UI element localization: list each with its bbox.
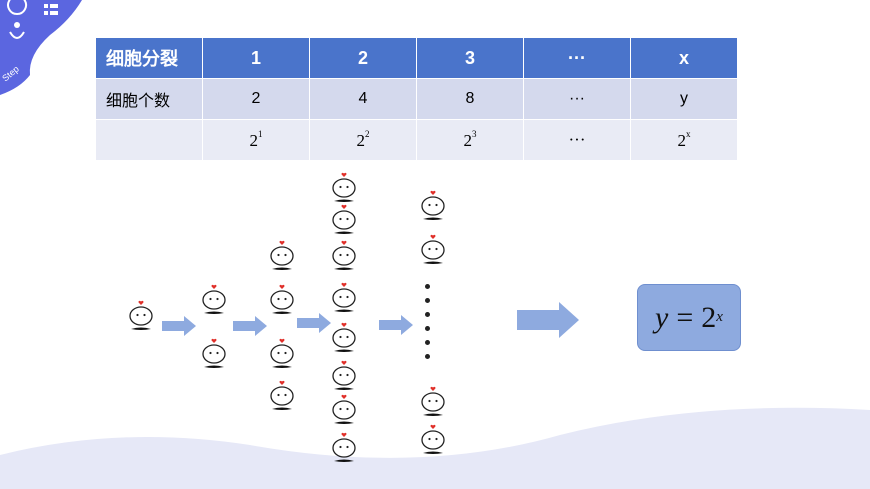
smiley-cell-icon — [329, 394, 359, 428]
smiley-cell-icon — [199, 338, 229, 372]
smiley-cell-icon — [329, 322, 359, 356]
smiley-cell-icon — [418, 234, 448, 268]
smiley-cell-icon — [329, 432, 359, 466]
arrow-right-icon — [162, 316, 198, 336]
smiley-cell-icon — [329, 282, 359, 316]
smiley-cell-icon — [267, 380, 297, 414]
formula-exponent: x — [716, 309, 723, 326]
smiley-cell-icon — [199, 284, 229, 318]
arrow-right-icon — [379, 315, 415, 335]
formula-base: 2 — [701, 301, 716, 335]
smiley-cell-icon — [418, 386, 448, 420]
formula-lhs: y — [655, 301, 668, 335]
smiley-cell-icon — [418, 424, 448, 458]
big-arrow-right-icon — [517, 302, 581, 338]
smiley-cell-icon — [329, 360, 359, 394]
arrow-right-icon — [297, 313, 333, 333]
smiley-cell-icon — [126, 300, 156, 334]
smiley-cell-icon — [267, 240, 297, 274]
smiley-cell-icon — [329, 172, 359, 206]
smiley-cell-icon — [267, 284, 297, 318]
arrow-right-icon — [233, 316, 269, 336]
smiley-cell-icon — [329, 204, 359, 238]
smiley-cell-icon — [329, 240, 359, 274]
ellipsis-dots — [424, 284, 432, 368]
formula-equals: = — [676, 301, 693, 335]
smiley-cell-icon — [267, 338, 297, 372]
smiley-cell-icon — [418, 190, 448, 224]
